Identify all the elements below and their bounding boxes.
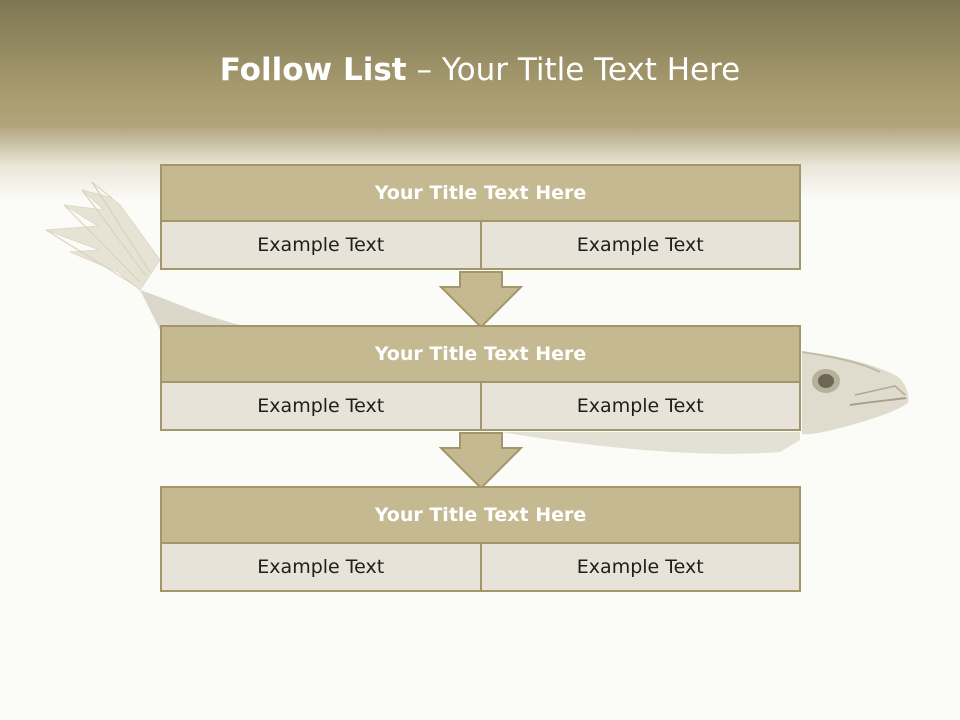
list-block-3: Your Title Text Here Example Text Exampl… xyxy=(160,486,801,592)
block-cell-right: Example Text xyxy=(479,222,799,268)
block-row: Example Text Example Text xyxy=(162,383,799,429)
block-cell-left: Example Text xyxy=(162,544,480,590)
slide-title: Follow List – Your Title Text Here xyxy=(0,52,960,88)
block-cell-right: Example Text xyxy=(479,544,799,590)
down-arrow-icon xyxy=(438,432,524,490)
list-block-1: Your Title Text Here Example Text Exampl… xyxy=(160,164,801,270)
block-cell-left: Example Text xyxy=(162,383,480,429)
slide-title-rest: – Your Title Text Here xyxy=(406,52,741,88)
slide-title-bold: Follow List xyxy=(219,52,407,88)
block-cell-left: Example Text xyxy=(162,222,480,268)
block-title: Your Title Text Here xyxy=(162,166,799,222)
block-title: Your Title Text Here xyxy=(162,327,799,383)
list-block-2: Your Title Text Here Example Text Exampl… xyxy=(160,325,801,431)
block-title: Your Title Text Here xyxy=(162,488,799,544)
down-arrow-icon xyxy=(438,271,524,329)
block-row: Example Text Example Text xyxy=(162,544,799,590)
block-cell-right: Example Text xyxy=(479,383,799,429)
block-row: Example Text Example Text xyxy=(162,222,799,268)
